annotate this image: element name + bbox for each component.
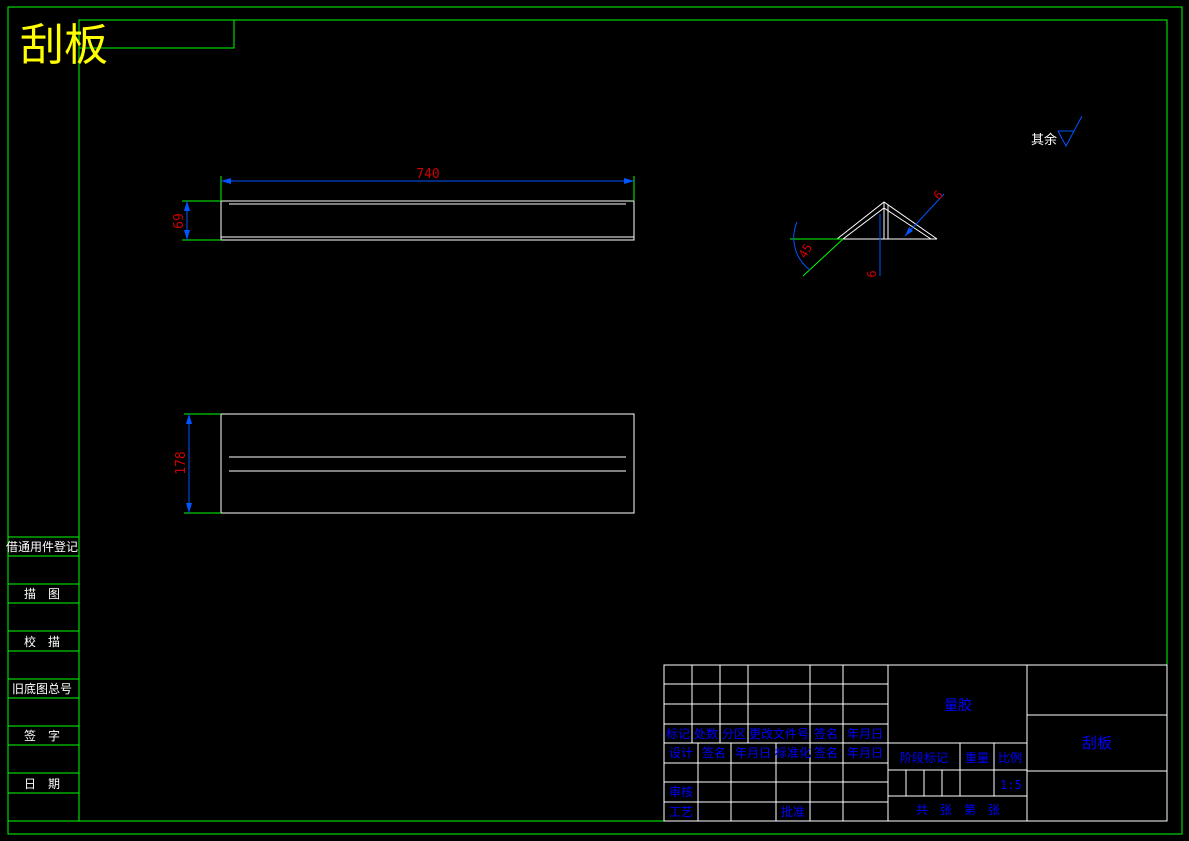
tb-header-zone: 分区 (722, 727, 746, 741)
dim-angle: 45 (796, 241, 815, 261)
strip-label-check: 校 描 (24, 634, 60, 649)
strip-label-date: 日 期 (24, 777, 60, 791)
tb-weight: 重量 (965, 751, 989, 765)
tb-review: 审核 (669, 784, 693, 799)
dim-thickness-a: 6 (865, 270, 879, 277)
tb-scale-label: 比例 (998, 751, 1022, 765)
tb-sheets: 共 张 第 张 (916, 803, 1000, 817)
strip-label-old-number: 旧底图总号 (12, 681, 72, 696)
title-block (663, 664, 1168, 822)
tb-design-date: 年月日 (735, 746, 771, 760)
title-box (78, 19, 235, 49)
surface-finish-icon (1057, 115, 1083, 148)
inner-border (78, 19, 1168, 822)
tb-process: 工艺 (669, 805, 693, 819)
drawing-title: 刮板 (20, 20, 108, 71)
tb-stage-mark: 阶段标记 (900, 750, 948, 765)
dim-width: 178 (174, 451, 189, 474)
dim-height: 69 (172, 213, 187, 229)
top-view (184, 413, 635, 514)
strip-label-trace: 描 图 (24, 587, 60, 601)
tb-design-sign: 签名 (702, 745, 726, 760)
surface-note: 其余 (1031, 132, 1057, 148)
tb-design: 设计 (669, 746, 693, 760)
section-view (790, 193, 945, 277)
strip-label-sign: 签 字 (24, 728, 60, 743)
strip-label-borrow: 借通用件登记 (6, 539, 78, 554)
outer-border (7, 6, 1183, 835)
tb-header-change-doc: 更改文件号 (749, 726, 809, 741)
tb-header-count: 处数 (694, 726, 718, 741)
front-view (182, 176, 635, 241)
tb-drawing-name: 刮板 (1082, 734, 1112, 752)
left-strip (8, 536, 79, 794)
tb-approve: 批准 (781, 804, 805, 819)
tb-scale-value: 1:5 (1000, 778, 1022, 792)
tb-standardization: 标准化 (775, 746, 811, 760)
tb-header-mark: 标记 (666, 727, 690, 741)
tb-header-sign: 签名 (814, 726, 838, 741)
tb-standard-date: 年月日 (847, 746, 883, 760)
tb-header-date: 年月日 (847, 727, 883, 741)
dim-length: 740 (416, 167, 439, 182)
tb-material: 量胶 (944, 697, 972, 714)
tb-standard-sign: 签名 (814, 745, 838, 760)
